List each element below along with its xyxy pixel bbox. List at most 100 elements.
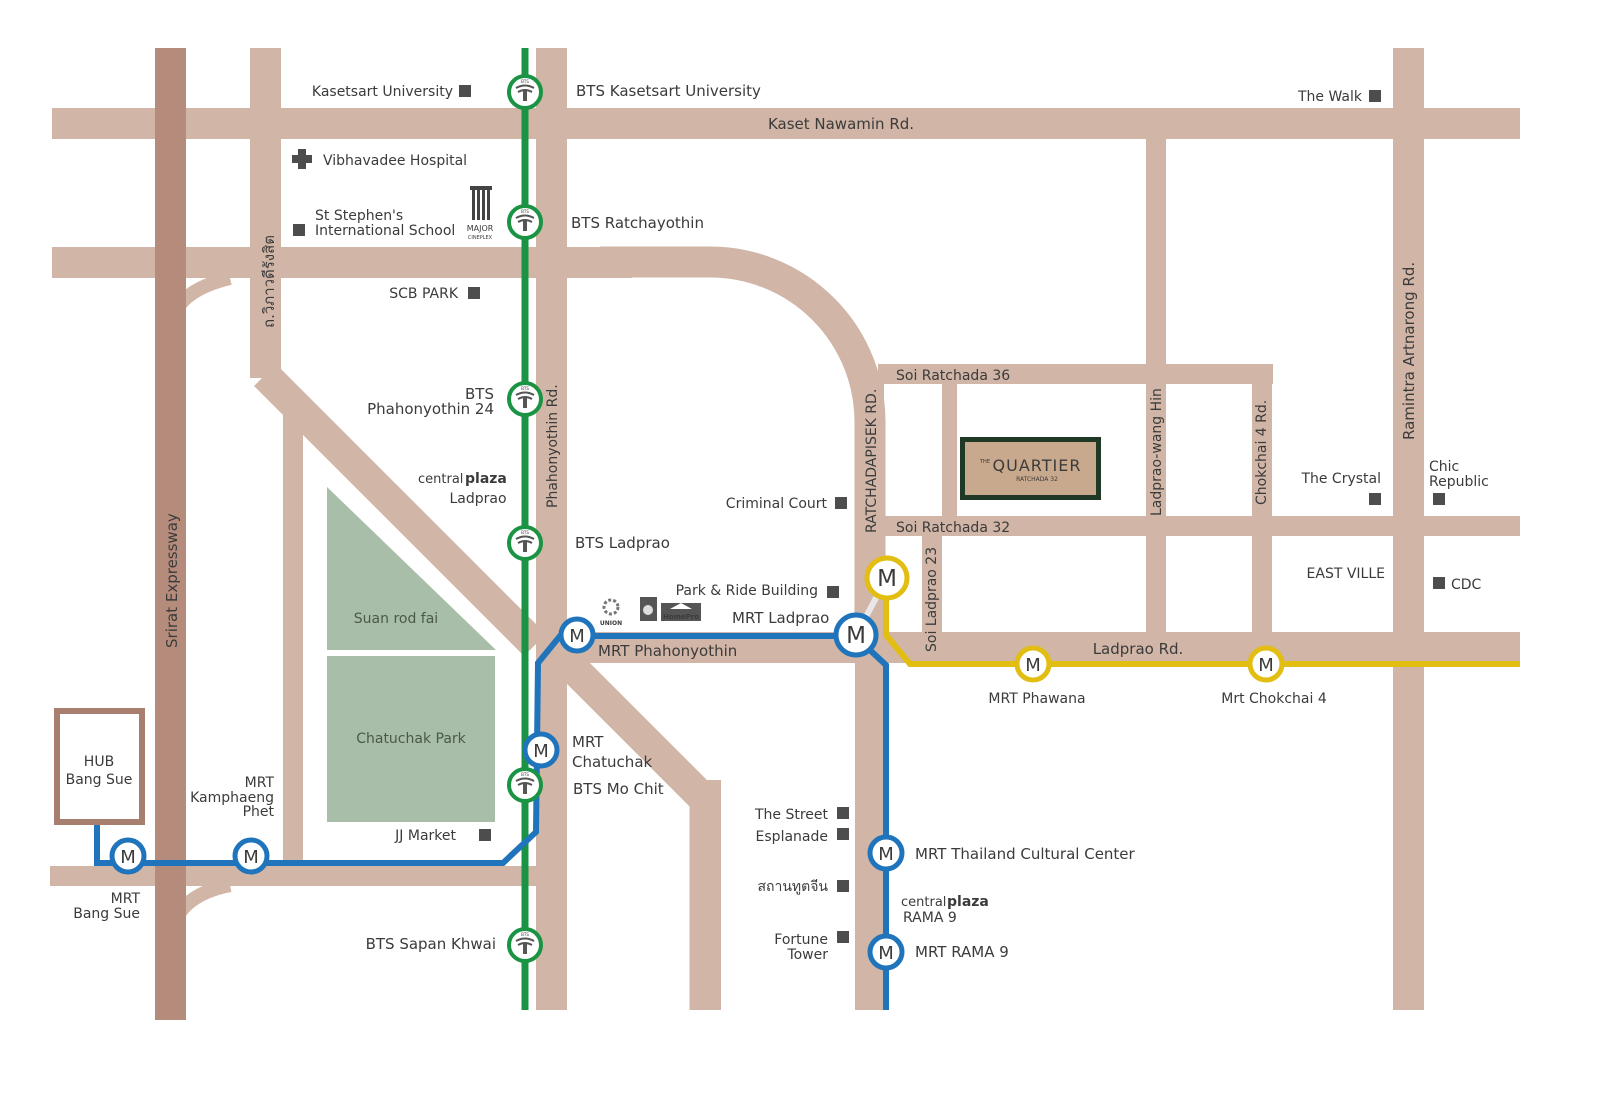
road-phahonyothin [536,48,567,1010]
mrt-phahonyothin-icon: M [558,616,596,654]
srirat-expressway [155,48,186,1020]
mrt-ladprao-icon: M [833,612,879,658]
svg-text:M: M [1025,655,1041,676]
suan-rod-fai-park [327,487,496,650]
svg-text:M: M [878,844,894,865]
homepro-logo: HomePro [640,597,701,621]
road-soi-ratchada-32 [878,516,1520,536]
mrt-bangsue-icon: M [109,837,147,875]
ratchadapisek-road-label: RATCHADAPISEK RD. [864,389,880,533]
the-walk-marker [1369,90,1381,102]
park-ride-label: Park & Ride Building [676,583,818,599]
scb-park-label: SCB PARK [389,286,459,302]
chokchai-4-label: Chokchai 4 Rd. [1254,400,1270,505]
st-stephens-marker [293,224,305,236]
svg-text:THE: THE [979,459,990,465]
fortune-tower-label-2: Tower [786,947,828,963]
svg-text:BTS: BTS [521,932,529,937]
chic-republic-marker [1433,493,1445,505]
road-upper-west [52,247,632,278]
chinese-embassy-marker [837,880,849,892]
road-kaset-nawamin [52,108,1520,139]
svg-text:CINEPLEX: CINEPLEX [468,235,493,241]
road-soi-a [942,364,957,536]
bts-phahonyothin24-label-2: Phahonyothin 24 [367,400,494,418]
the-street-label: The Street [754,807,829,823]
svg-text:M: M [1258,655,1274,676]
road-diagonal-south [549,644,721,1010]
road-chokchai-4 [1252,364,1272,649]
central-plaza-rama9-logo: central plaza RAMA 9 [901,894,989,926]
mrt-kamphaeng-label-1: MRT [245,775,275,791]
cdc-marker [1433,577,1445,589]
mrt-blue-line [94,633,889,1010]
the-crystal-label: The Crystal [1300,471,1381,487]
road-vibhavadi-north [250,48,281,378]
svg-text:central: central [901,895,946,910]
chic-republic-label-1: Chic [1429,459,1459,475]
hub-bang-sue-box [54,708,145,825]
road-diagonal-north [254,364,546,656]
svg-text:M: M [569,626,585,647]
mrt-thailand-cc-icon: M [867,834,905,872]
phahonyothin-road-label: Phahonyothin Rd. [545,384,561,508]
suan-rod-fai-label: Suan rod fai [354,611,438,627]
fortune-tower-label-1: Fortune [774,932,828,948]
jj-market-marker [479,829,491,841]
mrt-thailand-cc-label: MRT Thailand Cultural Center [915,845,1136,863]
bts-sapankhwai-label: BTS Sapan Khwai [366,935,496,953]
hospital-cross-icon [292,149,312,169]
road-soi-ratchada-36 [878,364,1273,384]
svg-text:RATCHADA 32: RATCHADA 32 [1016,476,1058,483]
st-stephens-label-2: International School [315,223,455,239]
svg-text:M: M [533,741,549,762]
road-vibhavadi-south [283,405,303,865]
the-street-marker [837,807,849,819]
soi-ratchada-36-label: Soi Ratchada 36 [896,368,1010,384]
esplanade-marker [837,828,849,840]
road-ratchadapisek-curve [600,246,886,640]
hub-label-1: HUB [84,754,114,770]
kaset-nawamin-label: Kaset Nawamin Rd. [768,115,914,133]
bts-ratchayothin-label: BTS Ratchayothin [571,214,704,232]
svg-text:plaza: plaza [465,471,507,487]
svg-text:central: central [418,472,463,487]
svg-text:QUARTIER: QUARTIER [993,456,1082,475]
mrt-phawana-label: MRT Phawana [988,691,1085,707]
fortune-tower-marker [837,931,849,943]
bts-kasetsart-label: BTS Kasetsart University [576,82,761,100]
major-cineplex-logo: MAJOR CINEPLEX [467,186,494,241]
mrt-chatuchak-label-2: Chatuchak [572,753,653,771]
bts-mochit-icon: BTS [507,767,543,803]
mrt-yellow-line [883,578,1520,667]
mrt-phahonyothin-label: MRT Phahonyothin [598,642,737,660]
svg-text:M: M [877,566,897,592]
ramintra-road-label: Ramintra Artnarong Rd. [1400,262,1418,440]
jj-market-label: JJ Market [394,828,456,844]
mrt-chokchai4-label: Mrt Chokchai 4 [1221,691,1327,707]
chatuchak-park [327,656,495,822]
mrt-ladprao-yellow-icon: M [864,555,910,601]
landmark-markers [293,85,1445,943]
chatuchak-park-label: Chatuchak Park [356,731,466,747]
bts-ladprao-label: BTS Ladprao [575,534,670,552]
svg-text:MAJOR: MAJOR [467,224,494,233]
chic-republic-label-2: Republic [1429,474,1489,490]
mrt-rama9-label: MRT RAMA 9 [915,943,1009,961]
the-quartier-project: THE QUARTIER RATCHADA 32 [960,437,1101,500]
bts-phahonyothin24-label-1: BTS [465,385,494,403]
the-walk-label: The Walk [1297,89,1363,105]
ladprao-road-label: Ladprao Rd. [1093,640,1184,658]
st-stephens-label-1: St Stephen's [315,208,403,224]
scb-park-marker [468,287,480,299]
srirat-expressway-label: Srirat Expressway [163,513,181,648]
svg-text:HomePro: HomePro [663,613,699,621]
svg-text:M: M [243,847,259,868]
mrt-chokchai4-icon: M [1247,645,1285,683]
hub-label-2: Bang Sue [66,772,133,788]
mrt-rama9-icon: M [867,933,905,971]
bts-ladprao-icon: BTS [507,525,543,561]
